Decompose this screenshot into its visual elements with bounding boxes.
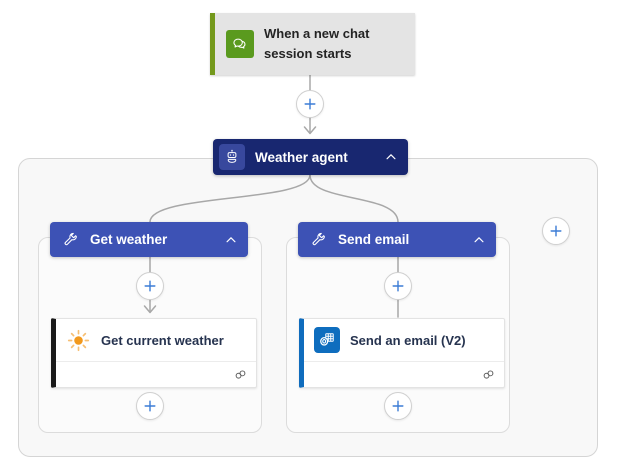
wrench-icon (311, 232, 326, 247)
connection-link-icon[interactable] (482, 368, 495, 381)
plus-icon (392, 280, 404, 292)
chevron-up-icon (226, 236, 236, 242)
branch-label: Send email (338, 232, 410, 247)
collapse-branch-button[interactable] (472, 233, 486, 247)
branch-label: Get weather (90, 232, 168, 247)
send-email-branch-header[interactable]: Send email (298, 222, 496, 257)
get-weather-branch-header[interactable]: Get weather (50, 222, 248, 257)
send-an-email-card[interactable]: Send an email (V2) (299, 318, 505, 388)
action-card-main: Send an email (V2) (304, 319, 504, 361)
collapse-agent-button[interactable] (384, 150, 398, 164)
action-card-footer (56, 361, 256, 387)
collapse-branch-button[interactable] (224, 233, 238, 247)
add-action-button-send-email[interactable] (384, 392, 412, 420)
sun-icon (66, 328, 91, 353)
edge-arrowhead-top (303, 126, 317, 135)
weather-agent-card[interactable]: Weather agent (213, 139, 408, 175)
action-label: Get current weather (101, 332, 224, 348)
bot-icon (219, 144, 245, 170)
connection-link-icon[interactable] (234, 368, 247, 381)
chat-bubbles-icon (226, 30, 254, 58)
trigger-card[interactable]: When a new chat session starts (210, 13, 415, 75)
chevron-up-icon (386, 154, 396, 160)
agent-label: Weather agent (255, 149, 348, 165)
wrench-icon (63, 232, 78, 247)
add-branch-button[interactable] (542, 217, 570, 245)
trigger-label: When a new chat session starts (264, 25, 370, 61)
outlook-icon (314, 327, 340, 353)
plus-icon (144, 400, 156, 412)
action-card-main: Get current weather (56, 319, 256, 361)
insert-step-button-get-weather[interactable] (136, 272, 164, 300)
action-label: Send an email (V2) (350, 332, 466, 348)
get-current-weather-card[interactable]: Get current weather (51, 318, 257, 388)
plus-icon (550, 225, 562, 237)
plus-icon (144, 280, 156, 292)
add-action-button-get-weather[interactable] (136, 392, 164, 420)
insert-step-button-top[interactable] (296, 90, 324, 118)
plus-icon (304, 98, 316, 110)
action-card-footer (304, 361, 504, 387)
insert-step-button-send-email[interactable] (384, 272, 412, 300)
plus-icon (392, 400, 404, 412)
chevron-up-icon (474, 236, 484, 242)
